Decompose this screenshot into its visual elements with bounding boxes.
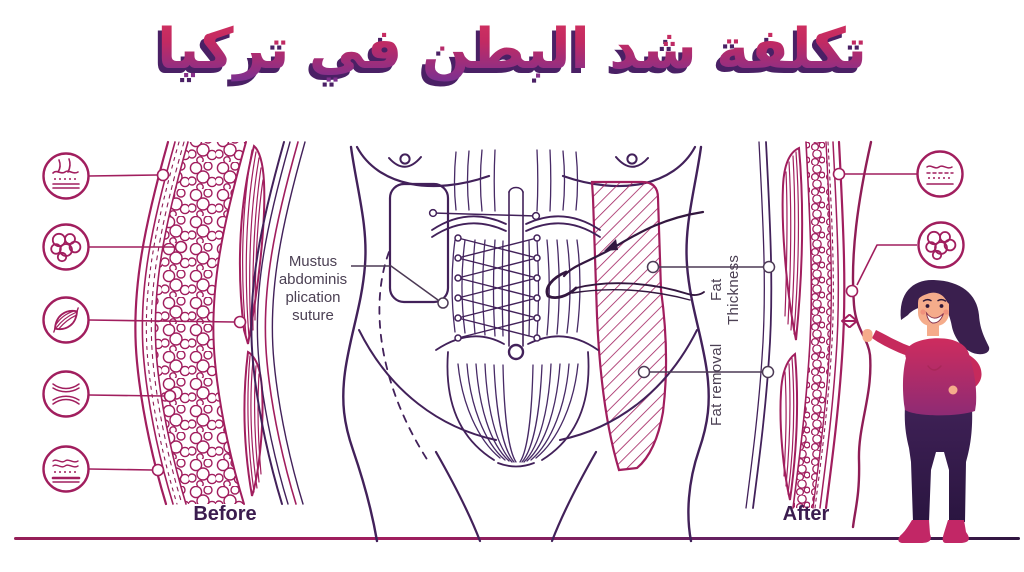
connector-dot (762, 260, 776, 274)
fat-thickness-label: Fat Thickness (708, 254, 742, 326)
belly-button (507, 343, 525, 361)
sweater (902, 338, 977, 416)
shoe (898, 520, 931, 543)
connector-dot (151, 463, 165, 477)
torso-outline-left (342, 145, 379, 543)
after-contour-line (851, 140, 873, 529)
skin-layers-icon (916, 150, 964, 198)
before-cross-section (134, 140, 306, 506)
ground-line (14, 537, 1020, 540)
after-cross-section (745, 140, 846, 510)
fat-removal-zone (590, 180, 668, 472)
hand-on-hip (948, 385, 958, 395)
connector-dot (637, 365, 651, 379)
hand-grip (862, 329, 873, 342)
arm-left (872, 330, 915, 356)
annotation-connectors (351, 260, 776, 379)
before-label: Before (193, 503, 257, 525)
left-oblique-muscle (388, 182, 450, 304)
after-label: After (782, 503, 830, 525)
connector-dot (156, 168, 170, 182)
page-title: تكلفة شد البطن في تركيا (0, 14, 1024, 87)
width-arrow-icon (841, 314, 858, 328)
plication-sutures (428, 186, 541, 347)
right-connectors (832, 167, 918, 298)
face-features (920, 298, 949, 324)
dermis-layer-icon (42, 445, 90, 493)
torso-outline-right (685, 145, 710, 543)
muscle-layer (238, 144, 266, 497)
fat-cells-icon (42, 223, 90, 271)
plication-label: Mustus abdominis plication suture (278, 253, 348, 324)
fascia-layers-icon (42, 370, 90, 418)
muscle-fibers-icon (42, 296, 90, 344)
muscle-layer (779, 146, 804, 501)
fat-cells-icon (917, 221, 965, 269)
fat-removal-label: Fat removal (708, 343, 725, 427)
pants (904, 406, 973, 522)
connector-dot (437, 297, 449, 309)
connector-dot (163, 389, 177, 403)
connector-dot (233, 315, 247, 329)
connector-dot (761, 365, 775, 379)
connector-dot (646, 260, 660, 274)
smile (925, 311, 944, 324)
connector-dot (845, 284, 859, 298)
bangs (912, 284, 951, 306)
woman-character (862, 279, 990, 543)
old-contour-dashed (378, 251, 431, 465)
abdomen-diagram (342, 145, 710, 543)
connector-dot (832, 167, 846, 181)
shoe (942, 520, 969, 543)
nipple-marks (388, 153, 649, 168)
suture-thread-needle (545, 210, 705, 301)
connector-dot (174, 240, 188, 254)
skin-layers-hair-icon (42, 152, 90, 200)
left-connectors (88, 168, 247, 477)
